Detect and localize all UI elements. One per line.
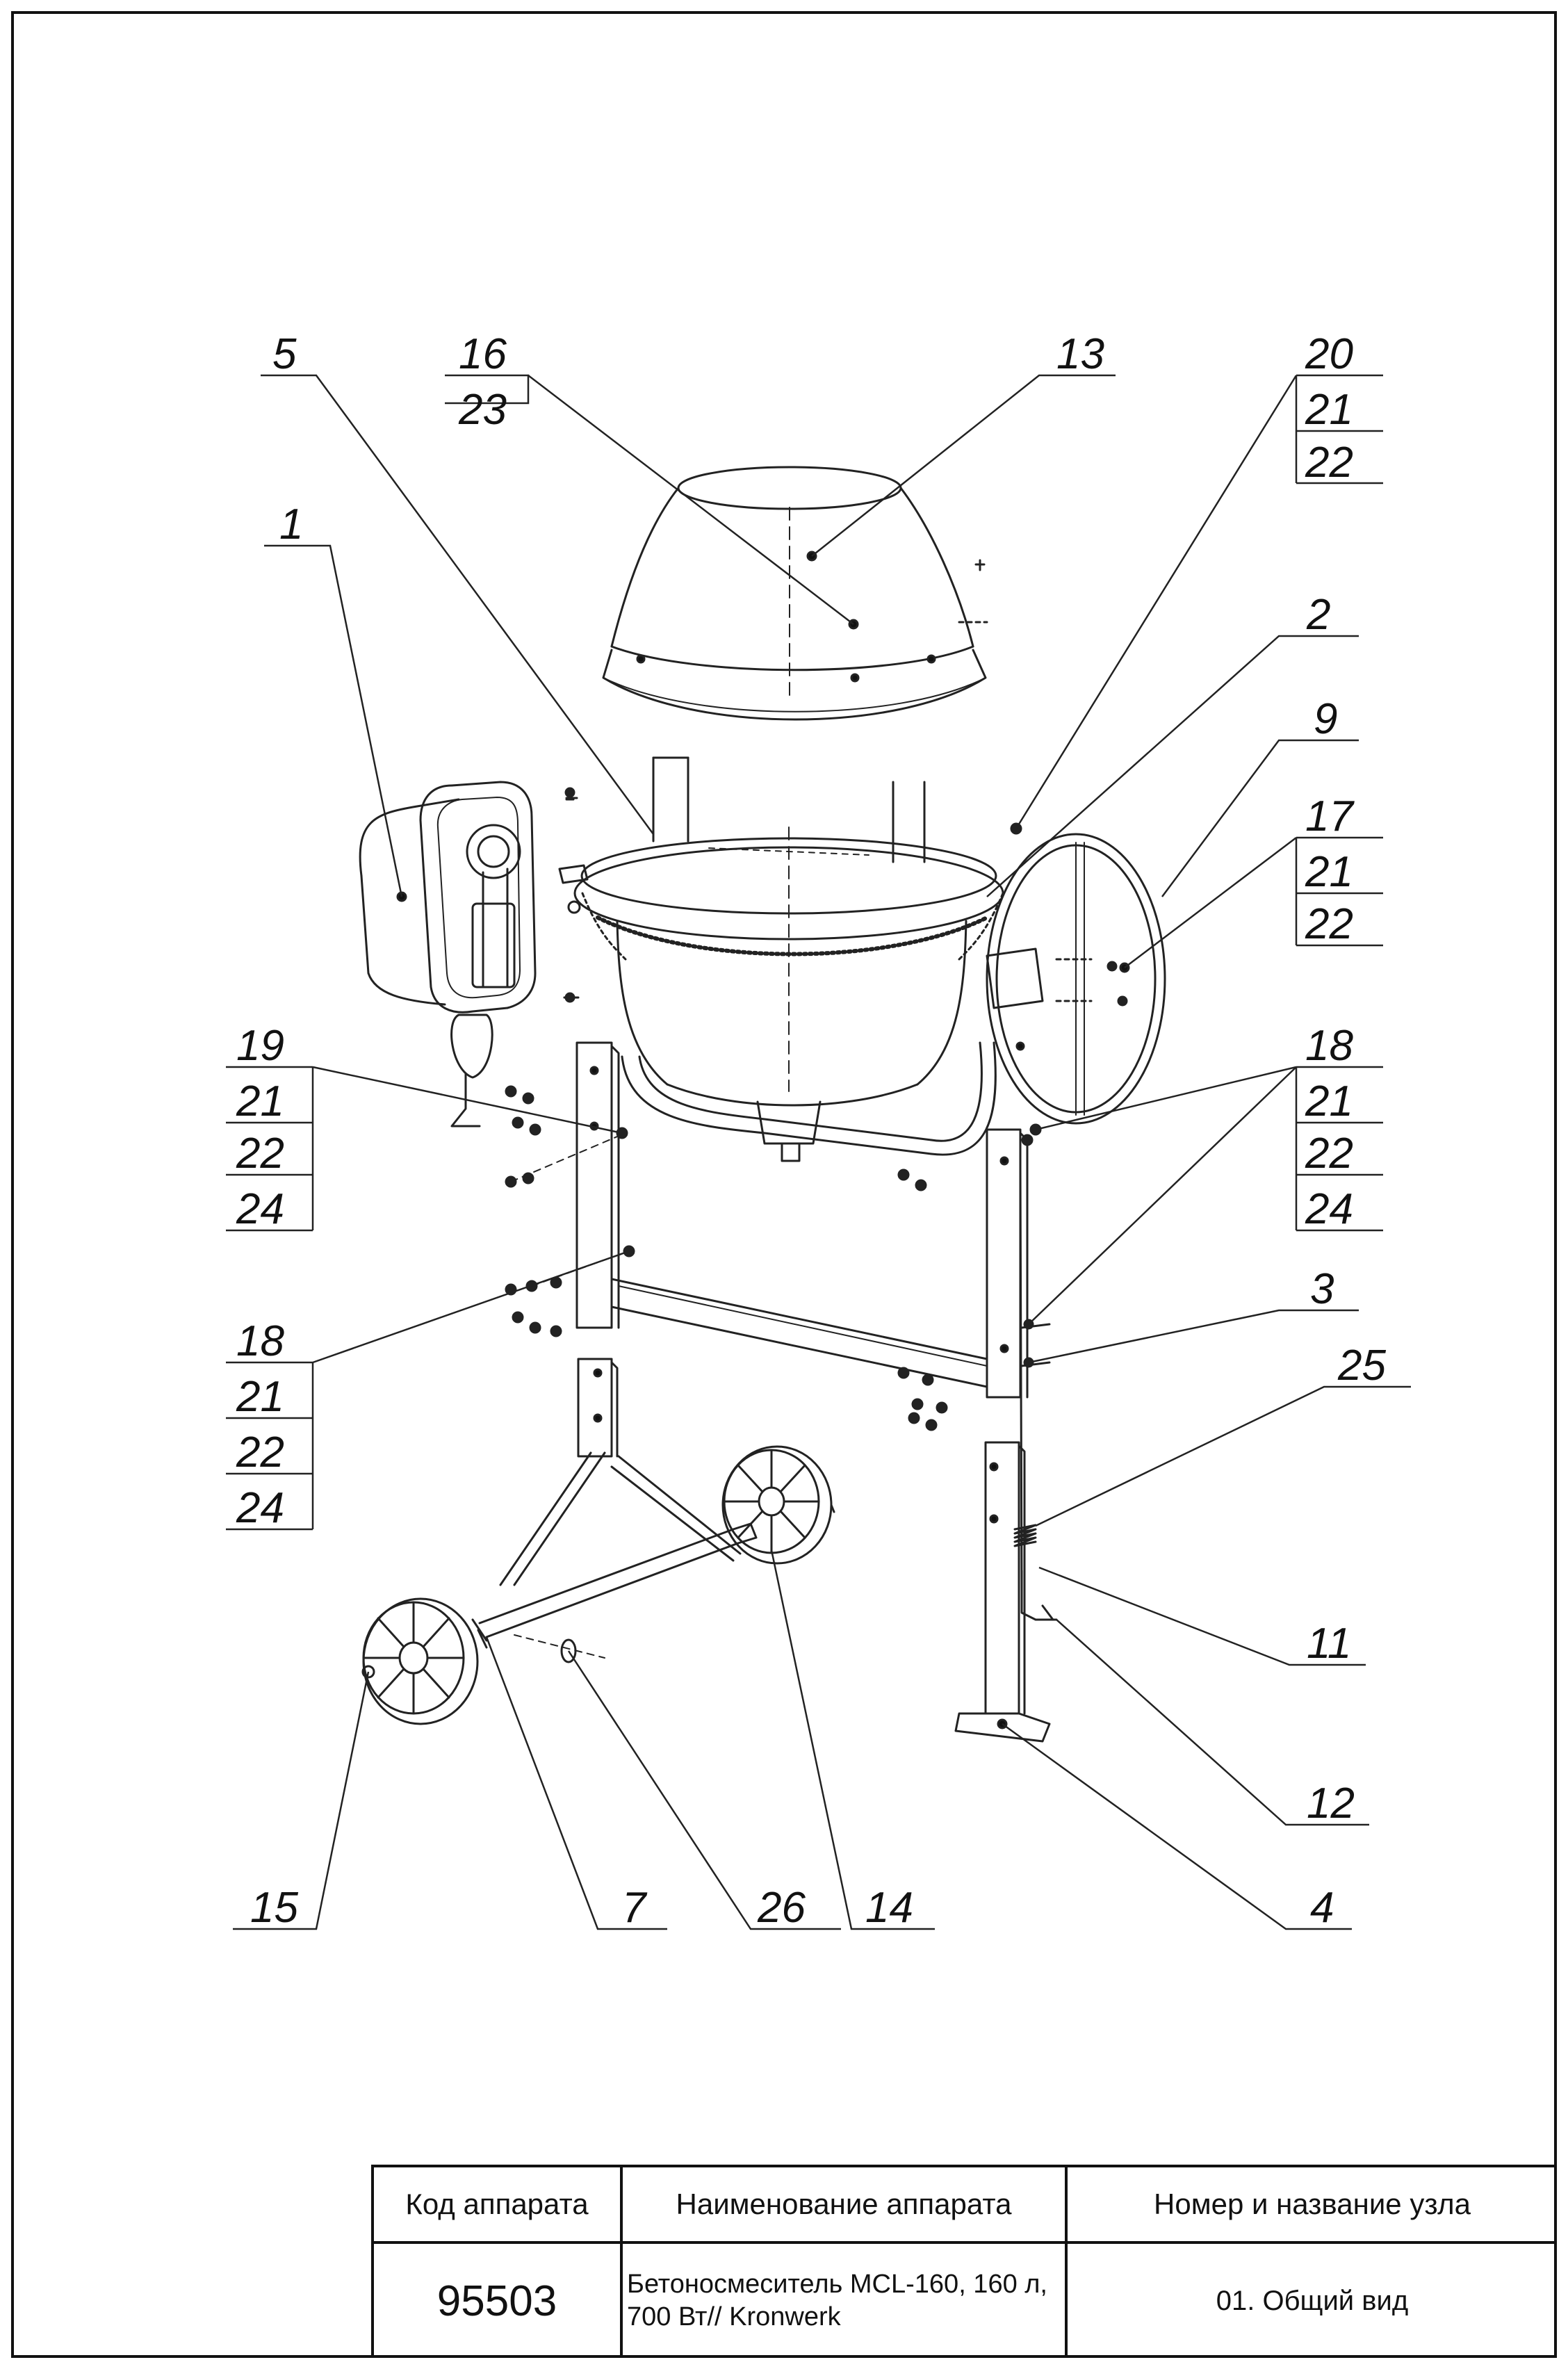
callout-13: 13 bbox=[1056, 330, 1104, 378]
callout-23: 23 bbox=[458, 386, 507, 434]
callout-20-21: 21 bbox=[1305, 386, 1353, 434]
pulley-ring bbox=[986, 833, 1166, 1125]
header-device-code: Код аппарата bbox=[374, 2167, 623, 2244]
motor-housing bbox=[359, 781, 578, 1127]
callout-16: 16 bbox=[459, 330, 507, 378]
fasteners bbox=[505, 787, 1128, 1431]
device-code: 95503 bbox=[374, 2244, 623, 2358]
wheel-right bbox=[721, 1445, 835, 1565]
frame-leg-right bbox=[954, 1166, 1058, 1743]
callout-11: 11 bbox=[1307, 1620, 1351, 1668]
callout-18-left-21: 21 bbox=[236, 1373, 284, 1421]
callout-1: 1 bbox=[279, 500, 303, 548]
callout-20: 20 bbox=[1305, 330, 1353, 378]
header-device-name: Наименование аппарата bbox=[623, 2167, 1068, 2244]
callout-20-22: 22 bbox=[1305, 439, 1353, 487]
device-name: Бетоносмеситель MCL-160, 160 л, 700 Вт//… bbox=[623, 2244, 1068, 2358]
callout-17-22: 22 bbox=[1305, 900, 1353, 948]
device-name-line2: 700 Вт// Kronwerk bbox=[627, 2302, 841, 2331]
callout-19-24: 24 bbox=[236, 1185, 284, 1233]
callout-19: 19 bbox=[236, 1022, 284, 1070]
callout-7: 7 bbox=[622, 1884, 648, 1932]
callout-2: 2 bbox=[1306, 591, 1330, 639]
callout-26: 26 bbox=[757, 1884, 806, 1932]
drawing-sheet-border bbox=[11, 11, 1557, 2358]
callout-18-left: 18 bbox=[236, 1317, 284, 1365]
frame-leg-left bbox=[499, 1358, 742, 1586]
frame-upper bbox=[575, 1041, 1029, 1399]
header-unit: Номер и название узла bbox=[1068, 2167, 1557, 2244]
callout-25: 25 bbox=[1337, 1342, 1386, 1390]
axle bbox=[471, 1522, 758, 1663]
leader-lines bbox=[226, 374, 1411, 1930]
callout-18-left-22: 22 bbox=[236, 1428, 284, 1476]
wheel-left bbox=[361, 1597, 488, 1725]
callout-18-right-24: 24 bbox=[1305, 1185, 1353, 1233]
drum-bottom bbox=[573, 756, 1004, 1162]
callout-5: 5 bbox=[272, 330, 297, 378]
callout-18-right-21: 21 bbox=[1305, 1077, 1353, 1125]
callout-18-right-22: 22 bbox=[1305, 1130, 1353, 1178]
drum-bolts bbox=[558, 797, 589, 999]
callout-labels: 5 16 23 13 20 21 22 1 2 9 17 21 22 19 21… bbox=[236, 330, 1386, 1932]
callout-4: 4 bbox=[1310, 1884, 1334, 1932]
callout-17-21: 21 bbox=[1305, 848, 1353, 896]
callout-18-left-24: 24 bbox=[236, 1484, 284, 1532]
unit-name: 01. Общий вид bbox=[1216, 2285, 1409, 2316]
callout-15: 15 bbox=[250, 1884, 298, 1932]
callout-9: 9 bbox=[1314, 695, 1337, 743]
callout-3: 3 bbox=[1310, 1265, 1334, 1313]
callout-18-right: 18 bbox=[1305, 1022, 1353, 1070]
callout-19-21: 21 bbox=[236, 1077, 284, 1125]
callout-14: 14 bbox=[865, 1884, 913, 1932]
callout-17: 17 bbox=[1305, 792, 1355, 840]
drum-cone bbox=[602, 466, 988, 721]
callout-19-22: 22 bbox=[236, 1130, 284, 1178]
title-block: Код аппарата Наименование аппарата Номер… bbox=[371, 2165, 1557, 2358]
callout-12: 12 bbox=[1307, 1780, 1355, 1827]
device-name-line1: Бетоносмеситель MCL-160, 160 л, bbox=[627, 2269, 1047, 2299]
